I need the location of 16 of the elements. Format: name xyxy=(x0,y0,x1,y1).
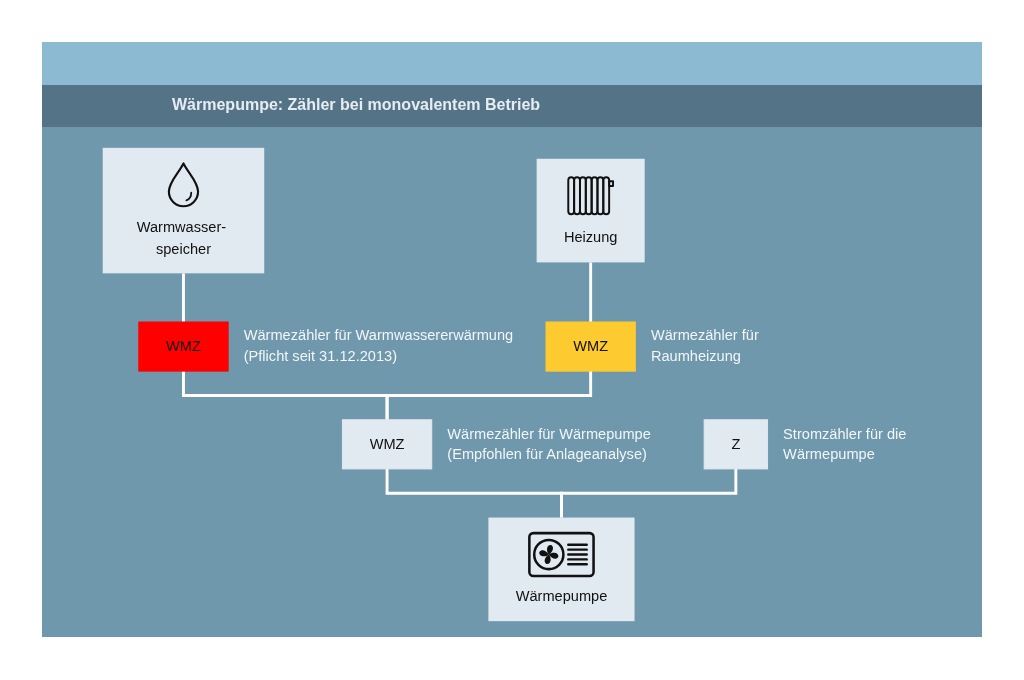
connector xyxy=(589,262,593,322)
diagram-title: Wärmepumpe: Zähler bei monovalentem Betrieb xyxy=(172,96,541,114)
meter-caption: Wärmezähler für Wärmepumpe (Empfohlen für Anlageanalyse) xyxy=(447,423,652,464)
node-box: WMZ xyxy=(138,321,229,372)
node-box: WMZ xyxy=(341,419,433,470)
connector xyxy=(560,468,738,518)
node-box: Wärmepumpe xyxy=(488,517,635,622)
meter-caption: Wärmezähler für Raumheizung xyxy=(650,326,760,366)
connector xyxy=(385,371,593,420)
node-box: Z xyxy=(703,419,769,470)
node-box: Heizung xyxy=(536,158,645,263)
node-box: WMZ xyxy=(545,321,636,372)
meter-caption: Wärmezähler für Warmwassererwärmung (Pflicht seit 31.12.2013) xyxy=(243,326,515,366)
meter-caption: Stromzähler für die Wärmepumpe xyxy=(783,423,908,464)
node-box: Warmwasser- speicher xyxy=(102,147,265,274)
connector xyxy=(182,273,185,322)
